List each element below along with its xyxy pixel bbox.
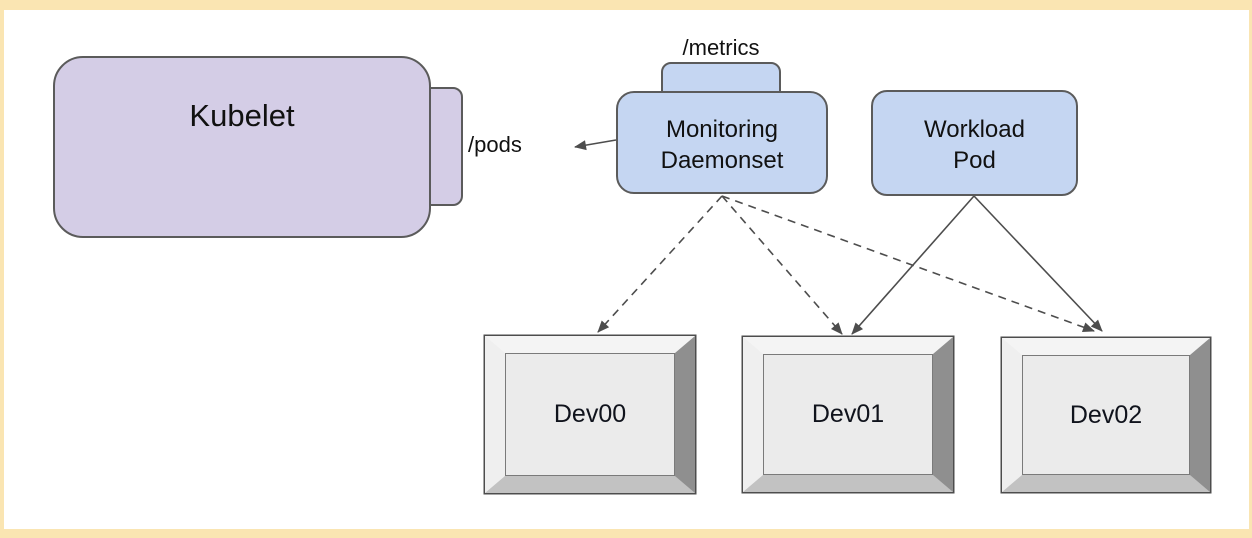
kubelet-node: Kubelet	[53, 56, 431, 238]
edge-monitoring-dev02	[721, 195, 1095, 332]
workload-pod-label: Workload Pod	[924, 116, 1025, 174]
device-bezel	[485, 336, 695, 493]
monitoring-daemonset-label: Monitoring Daemonset	[660, 116, 784, 174]
device-node-dev01: Dev01	[743, 337, 953, 492]
metrics-endpoint-label: /metrics	[682, 35, 760, 60]
device-bezel	[743, 337, 953, 492]
workload-pod-node: Workload Pod	[871, 90, 1078, 196]
edge-monitoring-dev01	[721, 195, 843, 335]
edge-workload-dev02	[973, 195, 1103, 332]
edge-workload-dev01	[851, 195, 975, 335]
monitoring-daemonset-node: Monitoring Daemonset	[616, 91, 828, 194]
device-label: Dev00	[553, 400, 627, 428]
device-bezel	[1002, 338, 1210, 492]
device-node-dev00: Dev00	[485, 336, 695, 493]
kubelet-label: Kubelet	[189, 98, 295, 133]
edge-monitoring-pods	[574, 139, 617, 151]
edge-layer	[574, 139, 1103, 335]
edge-monitoring-dev00	[597, 195, 723, 333]
device-node-dev02: Dev02	[1002, 338, 1210, 492]
device-label: Dev01	[811, 400, 885, 428]
pods-endpoint-label: /pods	[468, 132, 522, 157]
device-label: Dev02	[1069, 400, 1143, 429]
